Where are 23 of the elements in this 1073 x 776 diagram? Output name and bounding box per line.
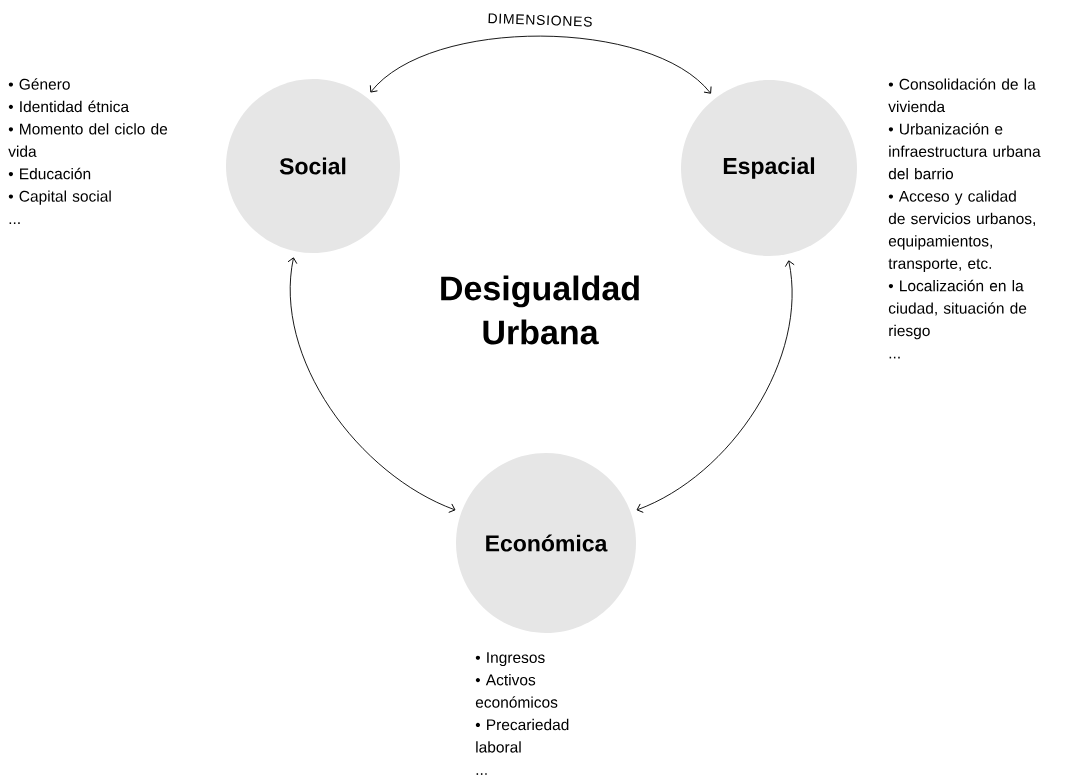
circle-node: Social bbox=[226, 79, 400, 253]
edge-label: DIMENSIONES bbox=[485, 11, 595, 29]
list-item: • Acceso y calidad de servicios urbanos, equipamientos, transporte, etc. bbox=[888, 190, 1035, 273]
list-item: • Urbanización e infraestructura urbana del barrio bbox=[888, 123, 1041, 180]
curved-arrow bbox=[636, 260, 795, 513]
list-item: • Consolidación de la vivienda bbox=[888, 78, 1036, 113]
list-item: • Momento del ciclo de vida bbox=[8, 123, 168, 157]
list-item: ... bbox=[889, 356, 900, 359]
list-item: • Localización en la ciudad, situación de riesgo bbox=[888, 279, 1027, 340]
list-item: ... bbox=[476, 773, 487, 775]
curved-arrow bbox=[287, 257, 456, 513]
list-item: • Activos económicos bbox=[475, 674, 558, 708]
list-item: ... bbox=[9, 222, 20, 224]
curved-arrow bbox=[369, 35, 712, 94]
list-item: • Precariedad laboral bbox=[475, 718, 569, 753]
circle-node: Económica bbox=[456, 453, 636, 633]
list-item: • Género bbox=[8, 78, 70, 90]
central-label: Desigualdad Urbana bbox=[441, 275, 639, 345]
list-item: • Educación bbox=[8, 167, 91, 180]
list-item: • Capital social bbox=[8, 190, 111, 205]
list-item: • Ingresos bbox=[475, 652, 545, 667]
circle-node: Espacial bbox=[681, 80, 857, 256]
list-item: • Identidad étnica bbox=[8, 100, 130, 113]
